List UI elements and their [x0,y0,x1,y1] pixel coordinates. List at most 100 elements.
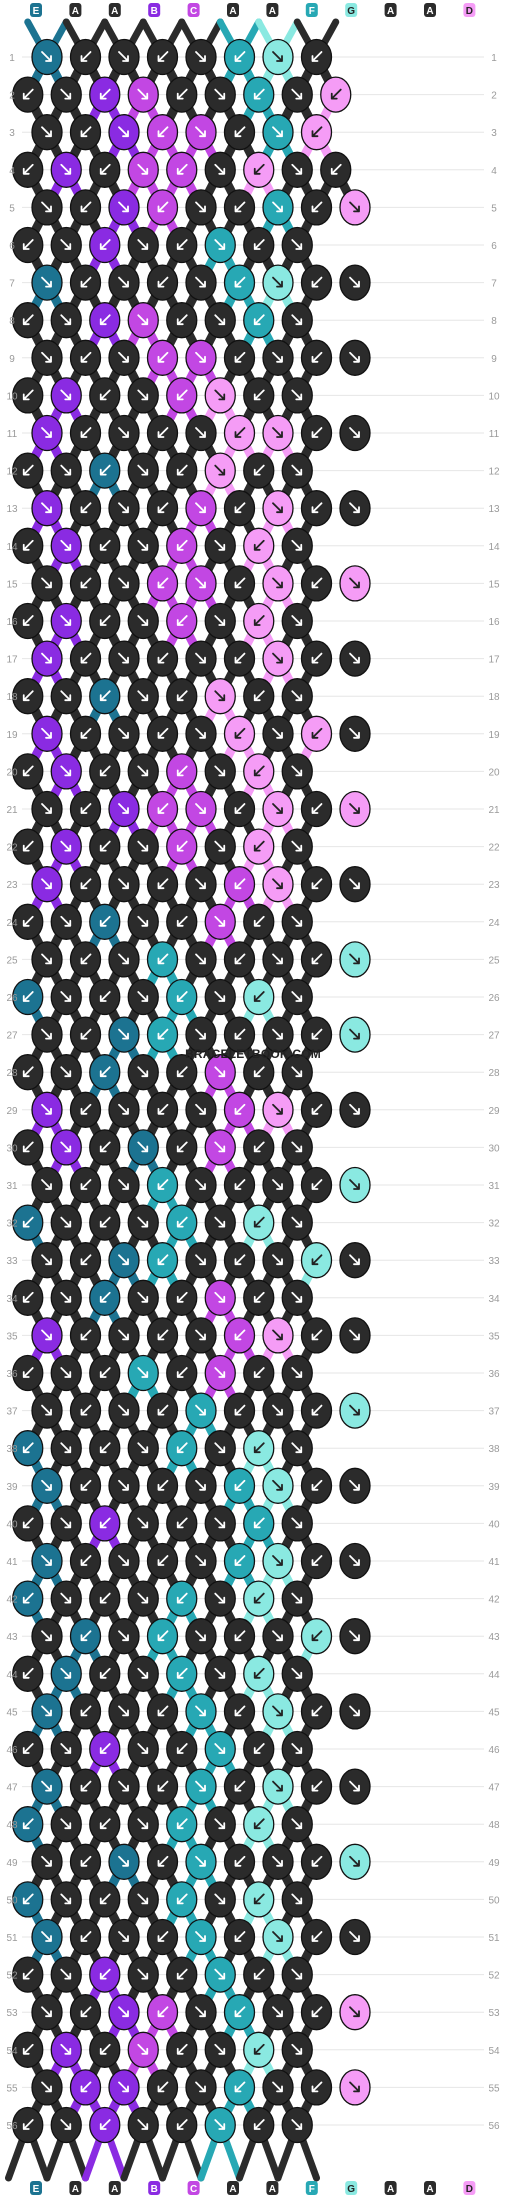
knot [281,903,313,940]
knot [12,1806,44,1843]
knot-arrow-icon [118,1705,129,1717]
knot [339,1317,371,1354]
knot [185,1994,217,2031]
knot [300,1317,333,1354]
knot [146,2069,179,2106]
knot [146,790,179,828]
knot-arrow-icon [253,1216,265,1228]
row-numbers-right: 1234567891011121314151617181920212223242… [488,53,500,2132]
knot [204,1505,236,1542]
knot [12,151,44,188]
knot [89,978,121,1016]
knot-arrow-icon [311,1329,323,1341]
knot [300,1016,333,1053]
knot-arrow-icon [60,389,72,401]
knot [50,1806,82,1843]
knot [89,1655,121,1692]
knot-arrow-icon [80,201,92,213]
knot-arrow-icon [195,1479,206,1491]
knot [108,715,140,752]
knot-arrow-icon [157,1555,169,1566]
knot [204,828,236,865]
knot [146,1994,179,2031]
knot [166,1956,198,1993]
knot-arrow-icon [214,163,226,175]
knot-arrow-icon [137,163,149,175]
knot [108,790,140,828]
knot-arrow-icon [214,765,226,777]
knot-arrow-icon [311,351,323,363]
knot [12,1129,44,1166]
knot [69,941,102,978]
knot-arrow-icon [41,1028,52,1040]
knot [146,1242,179,1279]
knot [166,1505,198,1542]
knot [243,2106,275,2144]
knot [146,1693,179,1730]
knot-arrow-icon [272,2006,283,2018]
knot [50,1430,82,1467]
knot [108,1392,140,1429]
knot-arrow-icon [176,1367,188,1378]
knot-arrow-icon [330,163,342,175]
top-strand-swatch [384,3,397,17]
knot-arrow-icon [272,51,283,62]
knot [31,1618,63,1655]
knot [108,1542,140,1580]
knot [281,1956,313,1993]
knot [204,753,236,790]
knot [185,1317,217,1354]
row-number-left: 35 [6,1331,18,1342]
row-number-right: 25 [488,955,500,966]
knot [223,38,256,76]
row-number-right: 23 [488,880,500,891]
knot [339,1693,371,1730]
knot-arrow-icon [99,1066,111,1078]
knot [127,1806,159,1843]
row-number-left: 9 [9,354,15,365]
knot [50,903,82,940]
knot [339,414,371,452]
top-strand-label: A [72,6,79,17]
knot-arrow-icon [137,1667,149,1679]
knot [50,1129,82,1166]
row-number-left: 30 [6,1143,18,1154]
knot-arrow-icon [253,1893,265,1905]
knot [108,640,140,677]
knot [185,1843,217,1880]
knot [339,189,371,226]
knot-arrow-icon [195,803,206,814]
knot-arrow-icon [99,1592,111,1604]
knot [127,1655,159,1692]
top-strand-swatch [424,3,436,17]
knot-arrow-icon [214,88,226,100]
knot-arrow-icon [41,351,52,363]
knot-arrow-icon [118,1329,129,1341]
row-number-left: 38 [6,1444,18,1455]
knot [204,527,236,564]
row-number-left: 11 [7,429,18,440]
knot [89,1806,121,1843]
knot [243,151,275,188]
knot [89,1881,121,1918]
knot [146,941,179,978]
knot-arrow-icon [234,1254,246,1266]
row-number-left: 7 [9,279,15,290]
knot [31,790,63,828]
knot [204,678,236,715]
knot [69,1768,102,1805]
knot-arrow-icon [99,1442,111,1454]
knot-arrow-icon [253,539,265,551]
knot-arrow-icon [137,1592,149,1604]
row-number-right: 14 [488,542,500,553]
knot [89,1580,121,1617]
knot-arrow-icon [176,615,188,626]
knot-arrow-icon [311,1630,323,1642]
knot-arrow-icon [118,276,129,288]
knot [31,490,63,527]
knot [185,1392,217,1429]
knot [223,1317,256,1354]
knot-arrow-icon [214,239,226,250]
knot [89,76,121,113]
knot [262,866,294,903]
